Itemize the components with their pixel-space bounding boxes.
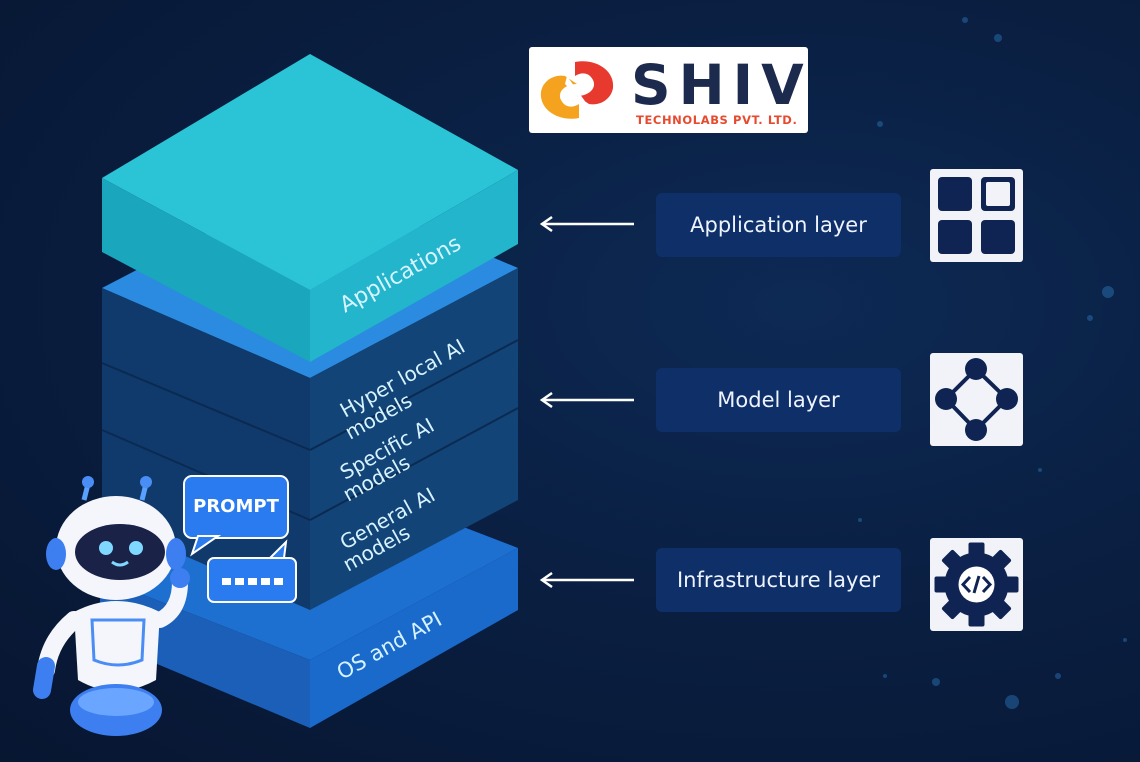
prompt-bubble-label: PROMPT xyxy=(193,496,279,517)
applications-slab xyxy=(102,54,518,362)
logo-mark-icon xyxy=(540,61,614,119)
code-gear-icon xyxy=(930,538,1023,631)
robot-mascot: PROMPT xyxy=(33,475,297,736)
application-layer-pill: Application layer xyxy=(656,193,901,257)
arrow-left-icon xyxy=(539,391,634,409)
company-logo: SHIV TECHNOLABS PVT. LTD. xyxy=(529,47,808,133)
apps-grid-icon xyxy=(930,169,1023,262)
infrastructure-layer-pill: Infrastructure layer xyxy=(656,548,901,612)
logo-tagline: TECHNOLABS PVT. LTD. xyxy=(636,113,798,127)
model-layer-pill: Model layer xyxy=(656,368,901,432)
arrow-left-icon xyxy=(539,215,634,233)
network-nodes-icon xyxy=(930,353,1023,446)
arrow-left-icon xyxy=(539,571,634,589)
logo-name: SHIV xyxy=(631,53,812,117)
